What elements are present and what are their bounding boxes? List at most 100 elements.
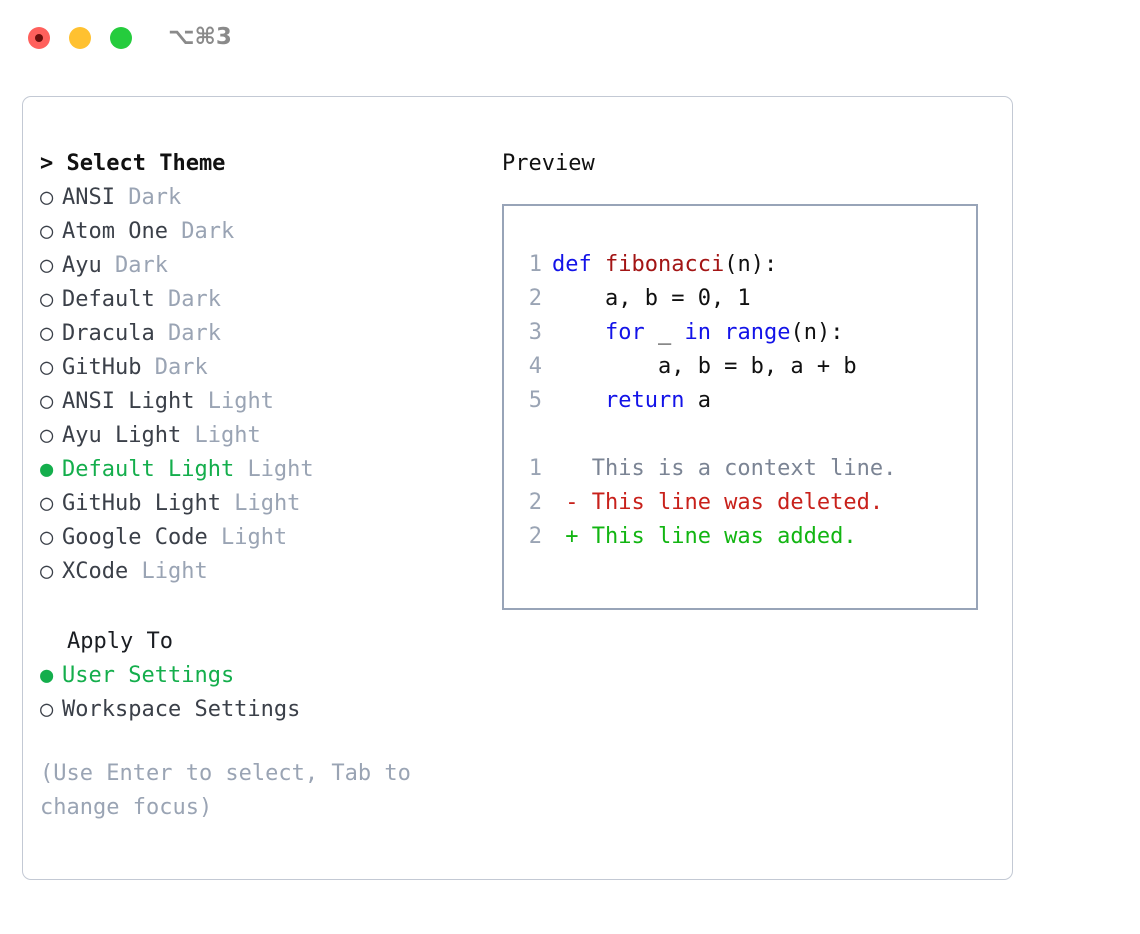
radio-selected-icon: ● <box>40 457 54 482</box>
code-token: a, b = b, a + b <box>552 354 857 379</box>
code-line: 5 return a <box>522 384 896 418</box>
keyboard-shortcut-label: ⌥⌘3 <box>168 24 232 50</box>
theme-option-default[interactable]: ○ Default Dark <box>40 283 490 317</box>
code-token: (n): <box>790 320 844 345</box>
radio-unselected-icon: ○ <box>40 219 54 244</box>
apply-to-option-user-settings[interactable]: ● User Settings <box>40 659 490 693</box>
theme-option-kind: Dark <box>167 321 221 346</box>
theme-option-kind: Dark <box>167 287 221 312</box>
theme-option-label: Dracula <box>62 321 155 346</box>
apply-to-header: Apply To <box>67 629 173 654</box>
theme-option-ayu[interactable]: ○ Ayu Dark <box>40 249 490 283</box>
title-bar: ⌥⌘3 <box>0 0 1140 76</box>
apply-to-option-workspace-settings[interactable]: ○ Workspace Settings <box>40 693 490 727</box>
code-blank-line <box>522 418 896 452</box>
code-token: a, b = 0, 1 <box>552 286 751 311</box>
keyboard-hint-text: (Use Enter to select, Tab to change focu… <box>40 761 425 820</box>
theme-option-kind: Dark <box>128 185 182 210</box>
theme-selection-column: > Select Theme ○ANSI Dark○Atom One Dark○… <box>40 147 490 825</box>
theme-option-ansi-light[interactable]: ○ANSI Light Light <box>40 385 490 419</box>
theme-option-label: ANSI <box>62 185 115 210</box>
code-token: This is a context line. <box>552 456 897 481</box>
minimize-button[interactable] <box>69 27 91 49</box>
radio-unselected-icon: ○ <box>40 525 54 550</box>
theme-option-kind: Light <box>220 525 288 550</box>
theme-option-label: Ayu <box>62 253 102 278</box>
theme-option-kind: Light <box>247 457 314 482</box>
code-token <box>552 388 605 413</box>
radio-unselected-icon: ○ <box>40 321 54 346</box>
code-line: 4 a, b = b, a + b <box>522 350 896 384</box>
theme-option-label: XCode <box>62 559 129 584</box>
section-spacer <box>40 589 490 625</box>
radio-unselected-icon: ○ <box>40 423 54 448</box>
code-line: 2 a, b = 0, 1 <box>522 282 896 316</box>
theme-picker-panel: > Select Theme ○ANSI Dark○Atom One Dark○… <box>22 96 1013 880</box>
apply-to-list[interactable]: ● User Settings ○ Workspace Settings <box>40 659 490 727</box>
theme-option-kind: Light <box>194 423 261 448</box>
code-token: (n): <box>724 252 778 277</box>
theme-option-ayu-light[interactable]: ○Ayu Light Light <box>40 419 490 453</box>
theme-option-atom-one[interactable]: ○ Atom One Dark <box>40 215 490 249</box>
code-token <box>552 320 605 345</box>
code-line: 2 - This line was deleted. <box>522 486 896 520</box>
code-line: 1 This is a context line. <box>522 452 897 486</box>
code-token <box>711 320 724 345</box>
radio-unselected-icon: ○ <box>40 185 54 210</box>
theme-option-label: ANSI Light <box>62 389 195 414</box>
apply-to-option-label: User Settings <box>62 663 235 688</box>
code-token: a <box>684 388 711 413</box>
line-number: 1 <box>528 456 542 481</box>
code-token: range <box>724 320 791 345</box>
theme-option-kind: Dark <box>115 253 168 278</box>
radio-unselected-icon: ○ <box>40 355 54 380</box>
maximize-button[interactable] <box>110 27 132 49</box>
radio-unselected-icon: ○ <box>40 491 54 516</box>
theme-option-google-code[interactable]: ○ Google Code Light <box>40 521 490 555</box>
theme-list[interactable]: ○ ANSI Dark ○ Atom One Dark ○ Ayu Dark ○ Defaul… <box>40 181 490 589</box>
code-token: _ <box>644 320 685 345</box>
code-line: 2 + This line was added. <box>522 520 896 554</box>
theme-option-kind: Light <box>234 491 301 516</box>
theme-option-xcode[interactable]: ○ XCode Light <box>40 555 490 589</box>
theme-option-kind: Dark <box>181 219 235 244</box>
line-number: 2 <box>528 524 542 549</box>
theme-option-default-light[interactable]: ● Default Light Light <box>40 453 490 487</box>
radio-unselected-icon: ○ <box>40 287 54 312</box>
line-number: 1 <box>528 252 542 277</box>
line-number: 2 <box>528 490 542 515</box>
theme-option-label: Default Light <box>62 457 235 482</box>
preview-title: Preview <box>502 151 595 176</box>
theme-option-label: Atom One <box>62 219 168 244</box>
theme-option-label: Default <box>62 287 155 312</box>
theme-option-label: GitHub Light <box>62 491 221 516</box>
theme-option-ansi[interactable]: ○ ANSI Dark <box>40 181 490 215</box>
theme-option-kind: Light <box>141 559 208 584</box>
line-number: 4 <box>528 354 542 379</box>
radio-unselected-icon: ○ <box>40 697 54 722</box>
theme-option-dracula[interactable]: ○ Dracula Dark <box>40 317 490 351</box>
code-line: 3 for _ in range(n): <box>522 316 896 350</box>
radio-selected-icon: ● <box>40 663 54 688</box>
line-number: 5 <box>528 388 542 413</box>
line-number: 3 <box>528 320 542 345</box>
close-button[interactable] <box>28 27 50 49</box>
code-token: for <box>604 320 645 345</box>
code-token: fibonacci <box>604 252 725 277</box>
code-token: in <box>684 320 711 345</box>
select-theme-header: > Select Theme <box>40 151 226 176</box>
theme-option-github-light[interactable]: ○ GitHub Light Light <box>40 487 490 521</box>
window-controls <box>28 27 132 49</box>
radio-unselected-icon: ○ <box>40 253 54 278</box>
apply-to-option-label: Workspace Settings <box>62 697 301 722</box>
code-token: + This line was added. <box>552 524 857 549</box>
theme-option-label: GitHub <box>62 355 142 380</box>
theme-option-github[interactable]: ○GitHub Dark <box>40 351 490 385</box>
line-number: 2 <box>528 286 542 311</box>
radio-unselected-icon: ○ <box>40 559 54 584</box>
theme-option-label: Google Code <box>62 525 208 550</box>
